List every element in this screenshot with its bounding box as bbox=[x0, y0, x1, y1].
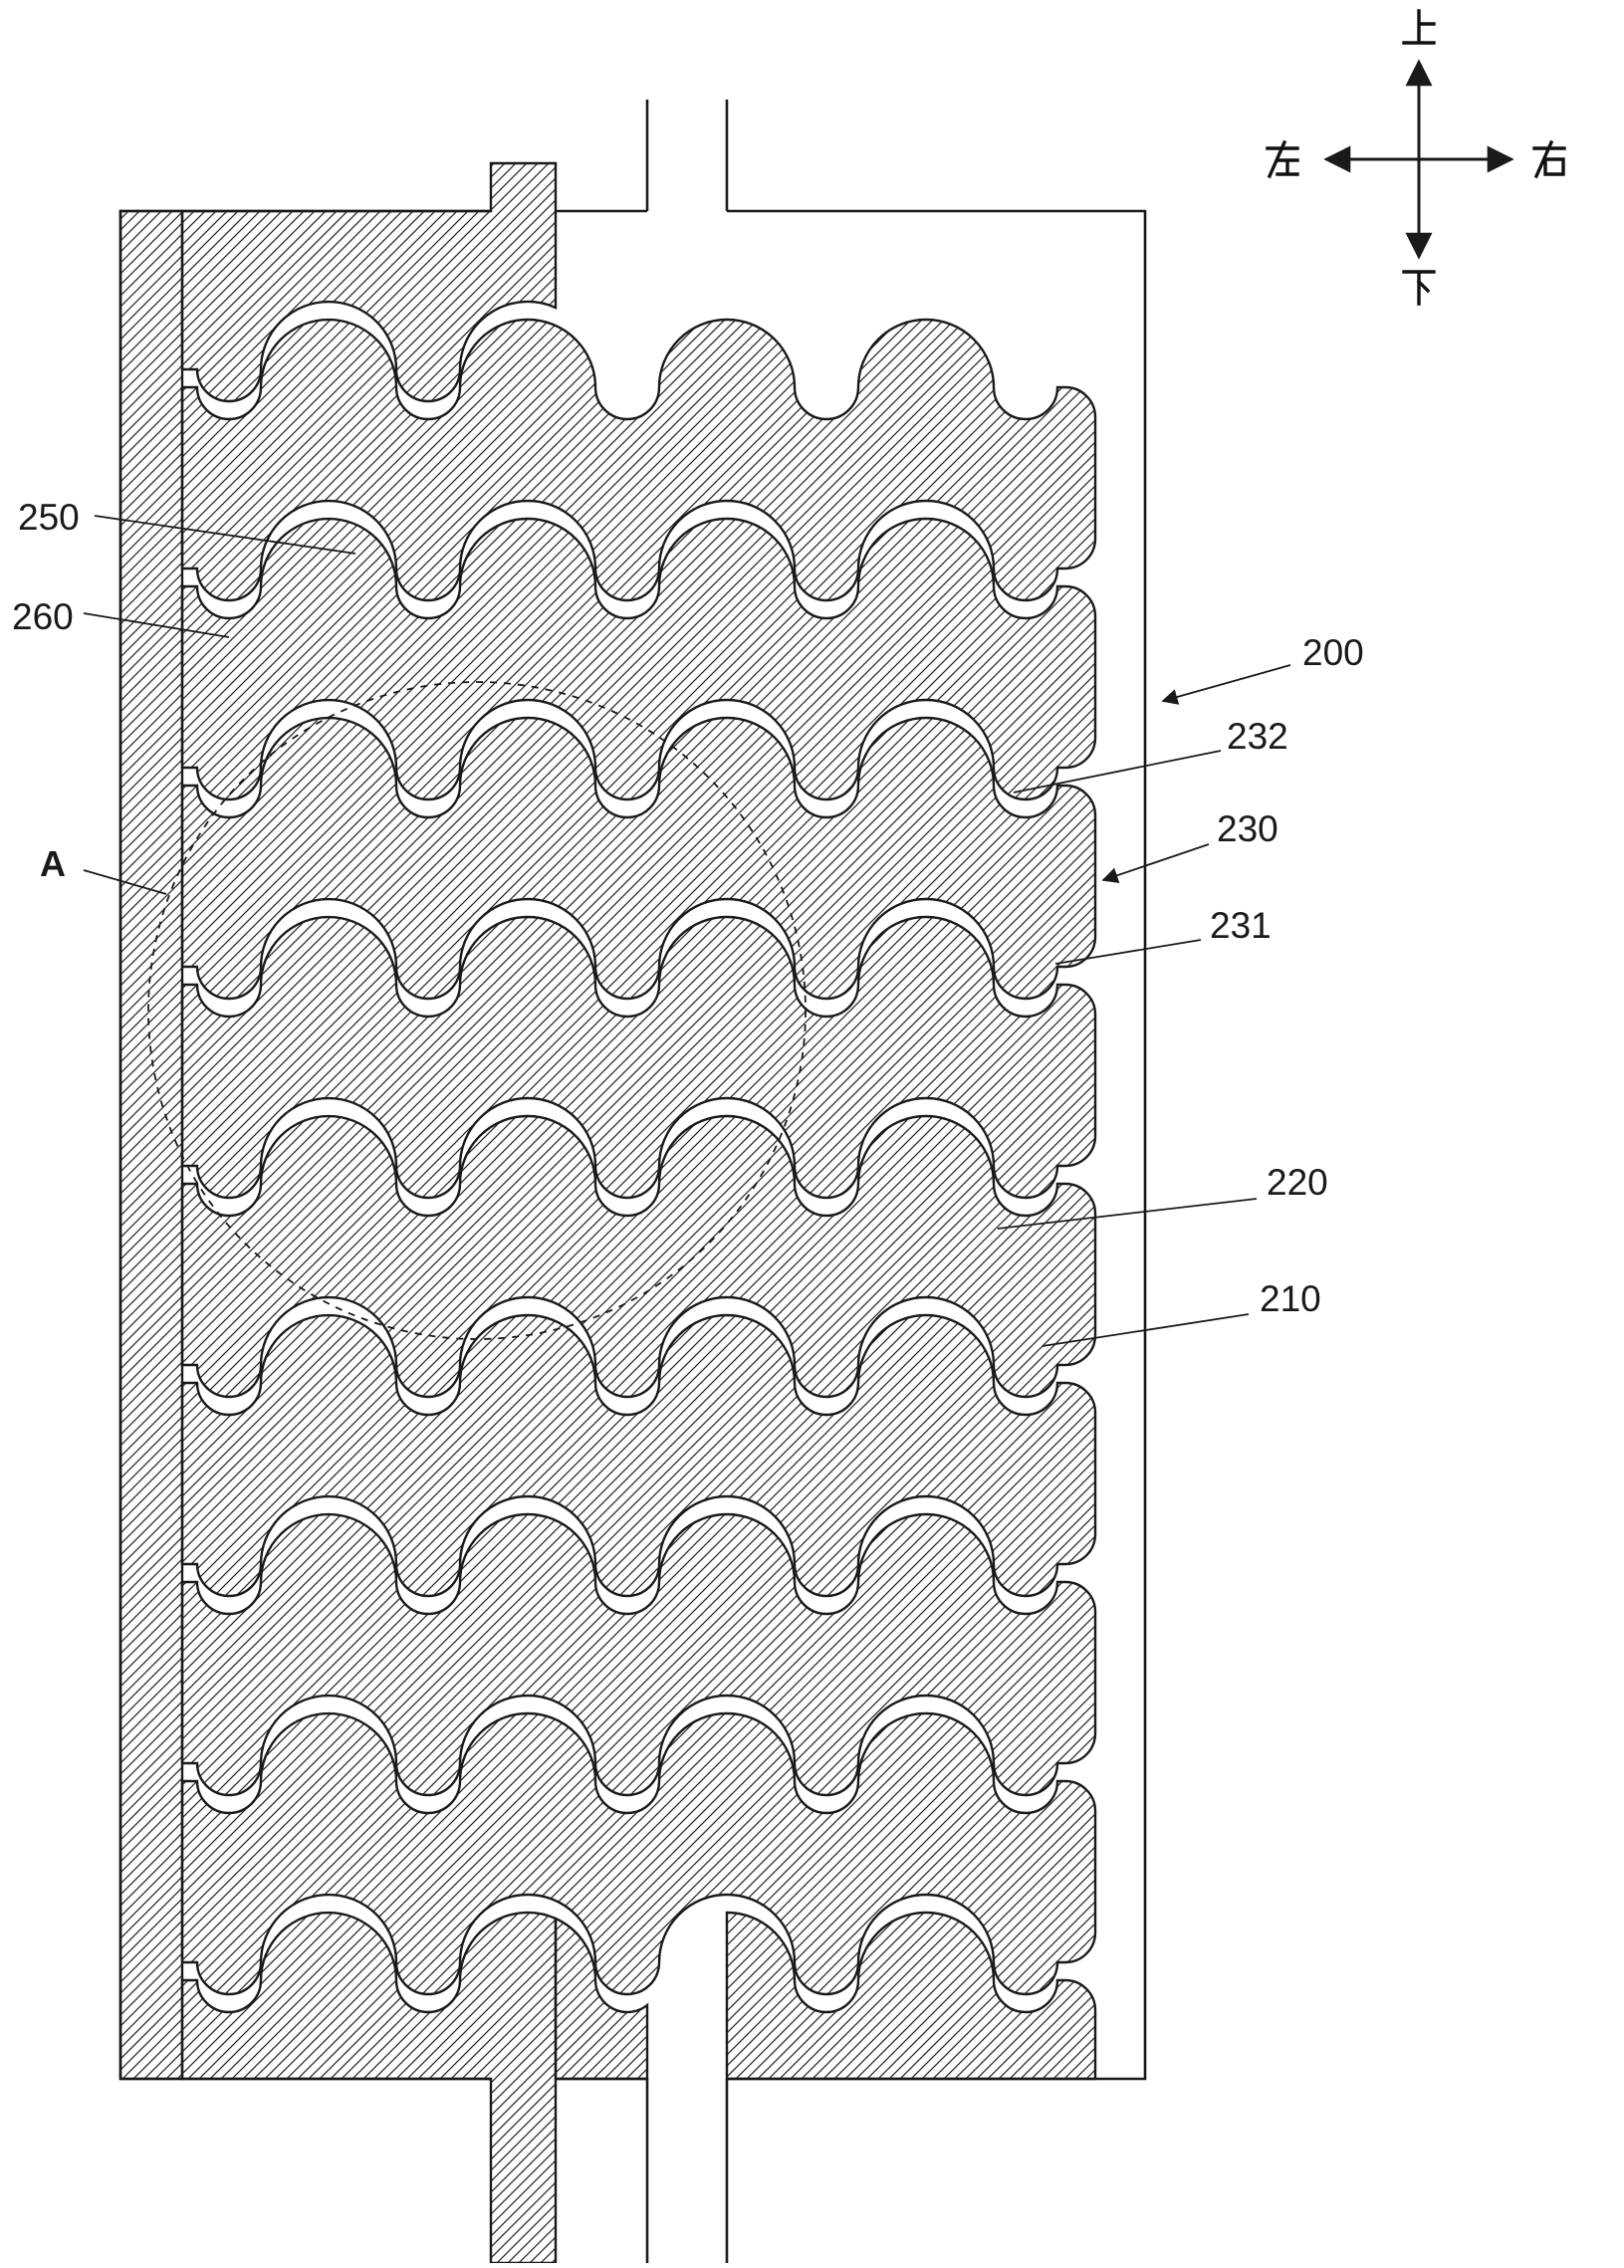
leader-line-210 bbox=[1042, 1313, 1250, 1347]
ref-label-260: 260 bbox=[12, 596, 74, 637]
compass-left-label bbox=[1266, 139, 1299, 179]
leader-line-260 bbox=[83, 612, 230, 638]
compass-down-label bbox=[1402, 270, 1436, 306]
ref-label-210-group: 210 bbox=[1042, 1278, 1321, 1347]
reference-labels: 250 260 A 200 232 230 231 220 bbox=[12, 497, 1364, 1347]
bottom-cap-right-hatch bbox=[725, 1911, 1097, 2081]
flow-field-plate bbox=[118, 100, 1147, 2265]
top-port-tube-walls bbox=[645, 100, 729, 211]
bottom-cap-middle-hatch bbox=[554, 1917, 649, 2081]
ref-label-200: 200 bbox=[1302, 632, 1364, 673]
ref-label-230-group: 230 bbox=[1101, 808, 1278, 883]
ref-label-200-group: 200 bbox=[1161, 632, 1364, 705]
leader-line-220 bbox=[997, 1198, 1258, 1230]
ref-label-232: 232 bbox=[1227, 716, 1288, 757]
ref-label-A-group: A bbox=[40, 843, 167, 895]
orientation-compass bbox=[1266, 9, 1566, 306]
ref-label-231-group: 231 bbox=[1054, 905, 1272, 965]
ref-label-A: A bbox=[40, 843, 66, 884]
ref-label-260-group: 260 bbox=[12, 596, 230, 638]
compass-right-label bbox=[1532, 139, 1566, 179]
leader-line-250 bbox=[94, 515, 356, 555]
ref-label-250: 250 bbox=[18, 497, 80, 538]
leader-line-232 bbox=[1013, 750, 1222, 794]
ref-label-220: 220 bbox=[1267, 1162, 1328, 1203]
leader-line-231 bbox=[1054, 939, 1202, 965]
ref-label-220-group: 220 bbox=[997, 1162, 1328, 1230]
ref-label-232-group: 232 bbox=[1013, 716, 1288, 794]
leader-line-A bbox=[83, 869, 167, 895]
leader-arrow-200 bbox=[1161, 664, 1291, 705]
compass-up-label bbox=[1402, 9, 1436, 45]
ref-label-231: 231 bbox=[1210, 905, 1272, 946]
bottom-port-tube-walls bbox=[645, 2079, 729, 2263]
ref-label-210: 210 bbox=[1260, 1278, 1321, 1319]
left-wall-hatch bbox=[118, 209, 184, 2081]
leader-arrow-230 bbox=[1101, 843, 1210, 883]
bottom-cap-left-hatch bbox=[180, 1911, 558, 2265]
ref-label-250-group: 250 bbox=[18, 497, 356, 555]
ref-label-230: 230 bbox=[1217, 808, 1278, 849]
top-cap-hatch bbox=[180, 161, 558, 403]
detail-circle-A bbox=[147, 681, 807, 1340]
